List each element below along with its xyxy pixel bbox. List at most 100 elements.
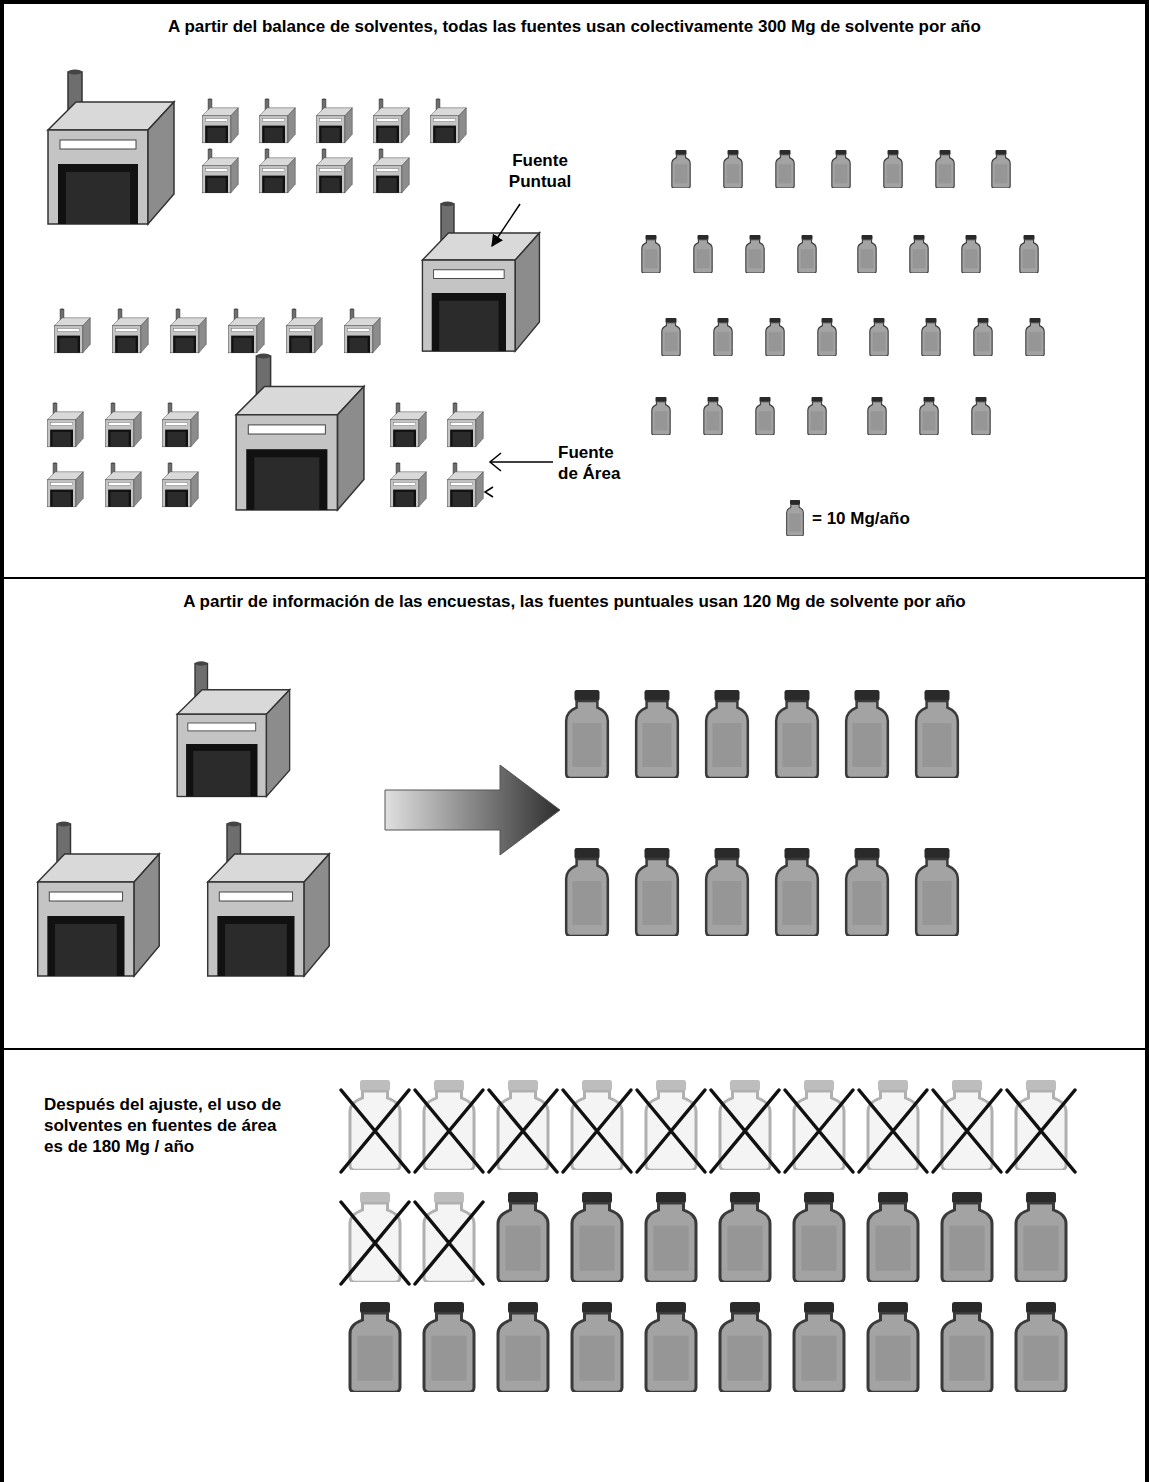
- area-source-factory: [105, 462, 141, 506]
- solvent-bottle: [868, 397, 886, 435]
- solvent-bottle: [884, 150, 902, 188]
- removed-bottle: [424, 1192, 474, 1282]
- area-source-factory: [373, 148, 409, 192]
- legend-item: = 10 Mg/año: [812, 508, 910, 529]
- solvent-bottle: [794, 1192, 844, 1282]
- callout-label: Fuente Puntual: [498, 150, 582, 192]
- solvent-bottle: [910, 235, 928, 273]
- factory-group: [47, 70, 539, 510]
- area-source-factory: [54, 308, 90, 352]
- solvent-bottle: [706, 690, 748, 778]
- point-source-factory: [236, 354, 364, 510]
- solvent-bottle: [566, 690, 608, 778]
- solvent-bottle: [846, 848, 888, 936]
- solvent-bottle: [808, 397, 826, 435]
- area-source-factory: [373, 98, 409, 142]
- area-source-factory: [47, 402, 83, 446]
- solvent-bottle: [572, 1302, 622, 1392]
- leader-arrow: [490, 461, 553, 463]
- solvent-bottle: [818, 318, 836, 356]
- cross-mark: [415, 1202, 483, 1284]
- removed-bottle: [424, 1080, 474, 1170]
- removed-bottle: [720, 1080, 770, 1170]
- removed-bottle: [498, 1080, 548, 1170]
- solvent-bottle: [636, 848, 678, 936]
- legend-text: = 10 Mg/año: [812, 509, 910, 528]
- solvent-bottle: [868, 1192, 918, 1282]
- point-source-factory: [208, 822, 330, 977]
- area-source-factory: [390, 402, 426, 446]
- solvent-bottle: [498, 1302, 548, 1392]
- solvent-bottle: [766, 318, 784, 356]
- cross-mark: [859, 1090, 927, 1172]
- cross-mark: [1007, 1090, 1075, 1172]
- panel-band: A partir de información de las encuestas…: [0, 577, 1149, 1049]
- solvent-bottle: [704, 397, 722, 435]
- solvent-bottle: [776, 150, 794, 188]
- solvent-bottle: [868, 1302, 918, 1392]
- panel-band: A partir del balance de solventes, todas…: [0, 0, 1149, 578]
- solvent-bottle: [350, 1302, 400, 1392]
- panel-band: Después del ajuste, el uso de solventes …: [0, 1048, 1149, 1482]
- area-source-factory: [344, 308, 380, 352]
- cross-mark: [711, 1090, 779, 1172]
- solvent-bottle: [992, 150, 1010, 188]
- solvent-bottle: [974, 318, 992, 356]
- area-source-factory: [47, 462, 83, 506]
- solvent-bottle: [920, 397, 938, 435]
- area-source-factory: [162, 462, 198, 506]
- cross-marks: [341, 1090, 1075, 1284]
- cross-mark: [933, 1090, 1001, 1172]
- cross-mark: [341, 1090, 409, 1172]
- factory-group: [38, 661, 329, 976]
- leader-arrowhead: [485, 487, 493, 497]
- area-source-factory: [447, 462, 483, 506]
- solvent-bottle: [572, 1192, 622, 1282]
- solvent-bottle: [1020, 235, 1038, 273]
- panel-heading: A partir de información de las encuestas…: [14, 591, 1135, 612]
- solvent-bottle: [652, 397, 670, 435]
- area-source-factory: [228, 308, 264, 352]
- cross-mark: [341, 1202, 409, 1284]
- solvent-bottle: [942, 1192, 992, 1282]
- solvent-bottle: [846, 690, 888, 778]
- area-source-factory: [202, 148, 238, 192]
- solvent-bottle: [756, 397, 774, 435]
- removed-bottle: [350, 1192, 400, 1282]
- removed-bottle: [646, 1080, 696, 1170]
- solvent-bottle: [694, 235, 712, 273]
- flow-arrow: [385, 765, 560, 855]
- solvent-bottle: [424, 1302, 474, 1392]
- solvent-bottle: [1016, 1302, 1066, 1392]
- area-source-factory: [112, 308, 148, 352]
- area-source-factory: [316, 148, 352, 192]
- panel-heading: A partir del balance de solventes, todas…: [24, 16, 1125, 37]
- removed-bottle: [350, 1080, 400, 1170]
- solvent-bottle: [706, 848, 748, 936]
- solvent-bottle: [916, 690, 958, 778]
- panel-heading: Después del ajuste, el uso de solventes …: [44, 1094, 284, 1157]
- point-source-factory: [177, 661, 290, 796]
- area-source-factory: [430, 98, 466, 142]
- area-source-factory: [170, 308, 206, 352]
- bottle-group: [350, 1192, 1066, 1392]
- solvent-bottle: [720, 1302, 770, 1392]
- area-source-factory: [390, 462, 426, 506]
- removed-bottle: [868, 1080, 918, 1170]
- solvent-bottle: [646, 1192, 696, 1282]
- solvent-bottle: [776, 848, 818, 936]
- solvent-bottle: [942, 1302, 992, 1392]
- solvent-bottle: [858, 235, 876, 273]
- solvent-bottle: [794, 1302, 844, 1392]
- bottle-group: [566, 690, 958, 936]
- cross-mark: [785, 1090, 853, 1172]
- solvent-bottle: [870, 318, 888, 356]
- solvent-bottle: [724, 150, 742, 188]
- leader-arrowhead: [490, 453, 501, 471]
- area-source-factory: [259, 148, 295, 192]
- solvent-bottle: [636, 690, 678, 778]
- removed-bottle: [794, 1080, 844, 1170]
- solvent-bottle: [720, 1192, 770, 1282]
- cross-mark: [489, 1090, 557, 1172]
- solvent-bottle: [746, 235, 764, 273]
